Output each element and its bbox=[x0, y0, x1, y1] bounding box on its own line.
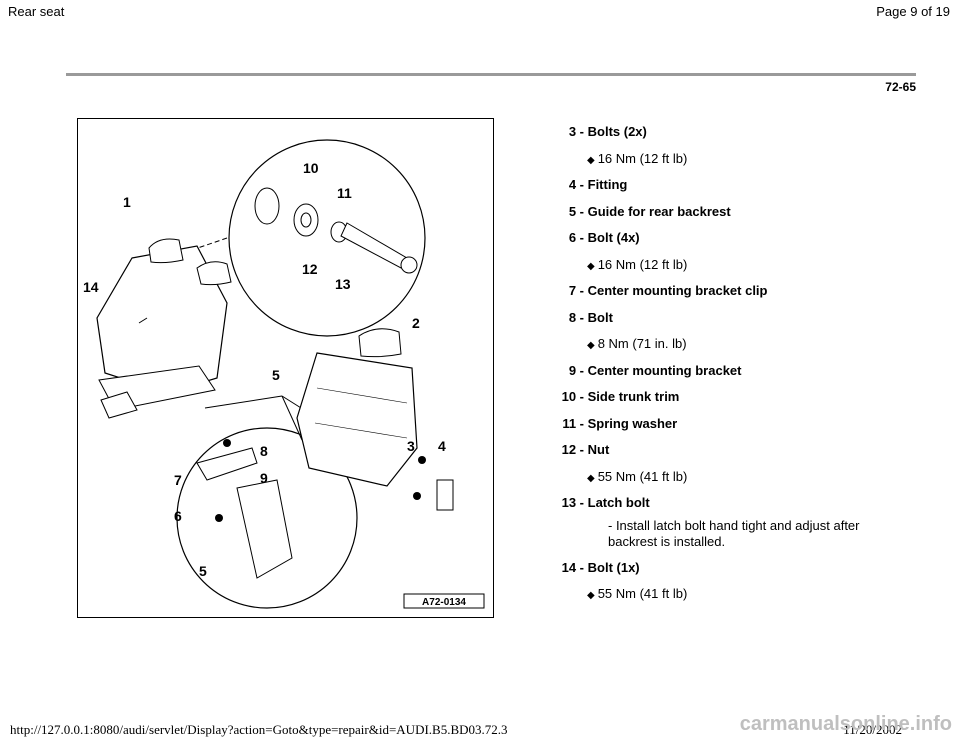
exploded-view-figure: 1 2 3 4 5 5 6 7 8 9 10 11 12 13 14 A72-0… bbox=[77, 118, 494, 618]
callout-6: 6 bbox=[174, 508, 182, 524]
legend-item-number: 14 - bbox=[561, 559, 584, 575]
legend-item-label: Guide for rear backrest bbox=[587, 203, 731, 219]
legend-item: 4 - Fitting bbox=[530, 177, 950, 204]
legend-item-number: 13 - bbox=[561, 495, 584, 510]
legend-item-label: Spring washer bbox=[587, 415, 678, 431]
legend-item-label: Center mounting bracket bbox=[587, 362, 742, 378]
legend-item-number: 9 - bbox=[568, 362, 584, 378]
legend-item: 3 - Bolts (2x) bbox=[530, 124, 950, 151]
install-note: - Install latch bolt hand tight and adju… bbox=[608, 517, 860, 549]
legend-item-number: 5 - bbox=[568, 203, 584, 219]
legend-item: 12 - Nut bbox=[530, 442, 950, 469]
header-rule bbox=[66, 73, 916, 76]
callout-3: 3 bbox=[407, 438, 415, 454]
legend-item: 11 - Spring washer bbox=[530, 416, 950, 443]
torque-spec: ◆16 Nm (12 ft lb) bbox=[530, 151, 950, 178]
diamond-bullet-icon: ◆ bbox=[587, 154, 595, 166]
legend-item: 14 - Bolt (1x) bbox=[530, 560, 950, 587]
legend-item-number: 4 - bbox=[568, 177, 584, 192]
torque-spec-text: 55 Nm (41 ft lb) bbox=[597, 468, 688, 484]
callout-5b: 5 bbox=[199, 563, 207, 579]
legend-item: 13 - Latch bolt bbox=[530, 495, 950, 522]
legend-item-label: Nut bbox=[587, 442, 610, 457]
legend-item: 7 - Center mounting bracket clip bbox=[530, 283, 950, 310]
parts-legend: 3 - Bolts (2x)◆16 Nm (12 ft lb)4 - Fitti… bbox=[530, 124, 950, 613]
legend-item-label: Bolt (1x) bbox=[587, 559, 640, 575]
legend-item-label: Latch bolt bbox=[587, 495, 650, 510]
legend-item-label: Bolt bbox=[587, 309, 613, 325]
page-indicator: Page 9 of 19 bbox=[876, 4, 950, 19]
legend-item: 8 - Bolt bbox=[530, 310, 950, 337]
footer-date: 11/20/2002 bbox=[843, 722, 902, 737]
legend-item-number: 6 - bbox=[568, 230, 584, 245]
document-title: Rear seat bbox=[8, 4, 65, 19]
watermark: carmanualsonline.info bbox=[739, 713, 952, 735]
callout-7: 7 bbox=[174, 472, 182, 488]
legend-item-label: Bolt (4x) bbox=[587, 230, 640, 245]
diamond-bullet-icon: ◆ bbox=[587, 340, 595, 351]
legend-item-number: 7 - bbox=[568, 283, 584, 298]
torque-spec: ◆55 Nm (41 ft lb) bbox=[530, 469, 950, 496]
diamond-bullet-icon: ◆ bbox=[587, 590, 595, 601]
legend-item: 6 - Bolt (4x) bbox=[530, 230, 950, 257]
legend-item-label: Center mounting bracket clip bbox=[587, 283, 768, 298]
callout-13: 13 bbox=[335, 276, 351, 292]
callout-10: 10 bbox=[303, 160, 319, 176]
callout-5a: 5 bbox=[272, 367, 280, 383]
callout-1: 1 bbox=[123, 194, 131, 210]
callout-12: 12 bbox=[302, 261, 318, 277]
callout-9: 9 bbox=[260, 470, 268, 486]
legend-item-number: 3 - bbox=[568, 124, 584, 139]
legend-item: 9 - Center mounting bracket bbox=[530, 363, 950, 390]
legend-item-label: Side trunk trim bbox=[587, 389, 680, 404]
torque-spec-text: 16 Nm (12 ft lb) bbox=[597, 256, 688, 272]
legend-item-number: 8 - bbox=[568, 309, 584, 325]
footer-url: http://127.0.0.1:8080/audi/servlet/Displ… bbox=[10, 722, 508, 737]
legend-item-number: 10 - bbox=[561, 389, 584, 404]
torque-spec-text: 16 Nm (12 ft lb) bbox=[597, 150, 688, 166]
legend-item-label: Fitting bbox=[587, 177, 628, 192]
legend-item-number: 11 - bbox=[562, 415, 584, 431]
legend-item: 5 - Guide for rear backrest bbox=[530, 204, 950, 231]
figure-code: A72-0134 bbox=[422, 597, 466, 608]
page-number: 72-65 bbox=[885, 80, 916, 94]
callout-2: 2 bbox=[412, 315, 420, 331]
callout-4: 4 bbox=[438, 438, 446, 454]
torque-spec-text: 8 Nm (71 in. lb) bbox=[597, 336, 687, 351]
torque-spec: ◆55 Nm (41 ft lb) bbox=[530, 586, 950, 613]
legend-item: 10 - Side trunk trim bbox=[530, 389, 950, 416]
legend-item-label: Bolts (2x) bbox=[587, 124, 647, 139]
torque-spec: ◆16 Nm (12 ft lb) bbox=[530, 257, 950, 284]
legend-item-number: 12 - bbox=[561, 442, 584, 457]
callout-14: 14 bbox=[83, 279, 99, 295]
diamond-bullet-icon: ◆ bbox=[587, 260, 595, 272]
callout-11: 11 bbox=[337, 185, 352, 201]
diamond-bullet-icon: ◆ bbox=[587, 472, 595, 484]
torque-spec-text: 55 Nm (41 ft lb) bbox=[597, 586, 688, 601]
callout-8: 8 bbox=[260, 443, 268, 459]
torque-spec: ◆8 Nm (71 in. lb) bbox=[530, 336, 950, 363]
